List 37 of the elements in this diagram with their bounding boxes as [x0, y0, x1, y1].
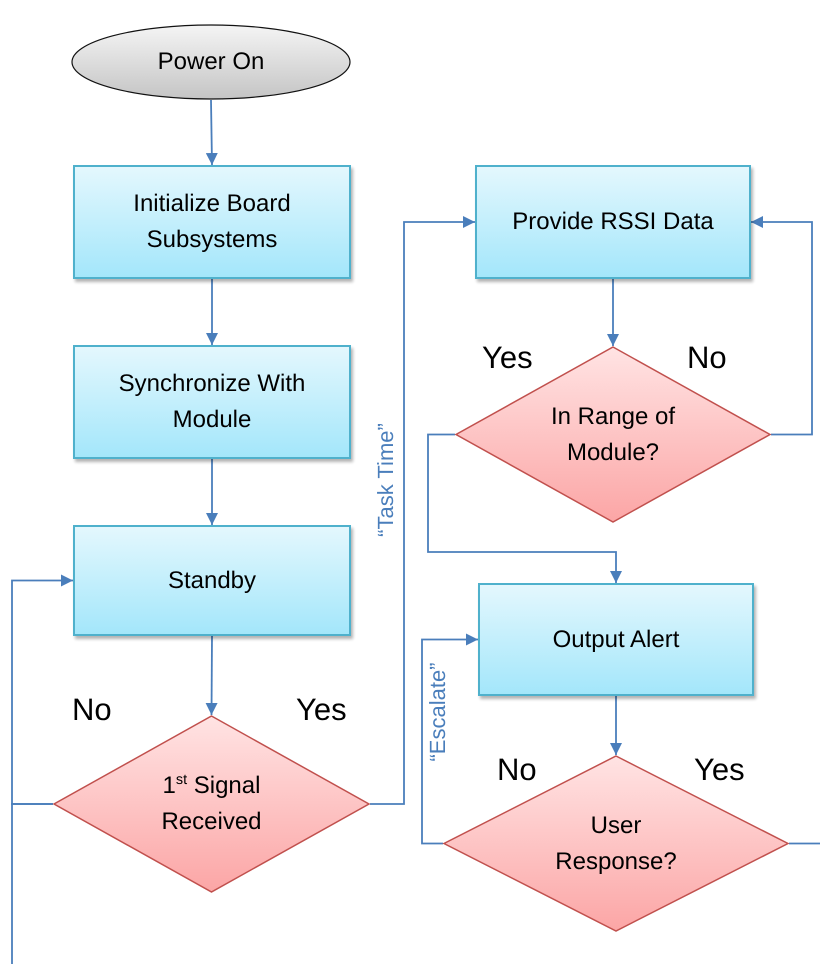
connector-line: [11, 803, 53, 964]
arrow: [206, 100, 218, 166]
arrow: [751, 216, 813, 436]
arrow: [206, 636, 218, 715]
branch-label: No: [497, 752, 537, 788]
process-box: [73, 345, 351, 459]
arrow: [11, 574, 73, 805]
node-label: Provide RSSI Data: [512, 207, 714, 237]
node-label: Power On: [158, 47, 264, 77]
process-box: [73, 525, 351, 636]
arrow: [206, 279, 218, 345]
node-label: Initialize Board Subsystems: [132, 189, 292, 255]
node-label: Output Alert: [552, 624, 680, 654]
arrow: [206, 459, 218, 525]
branch-label: Yes: [694, 752, 745, 788]
node-label: Synchronize With Module: [118, 369, 306, 435]
decision-diamond: [455, 346, 771, 523]
branch-label: No: [687, 340, 727, 376]
node-label: Standby: [168, 566, 256, 596]
branch-label: Yes: [482, 340, 533, 376]
connector-line: [789, 842, 820, 844]
branch-label: No: [72, 692, 112, 728]
edge-label: “Escalate”: [425, 662, 451, 762]
process-box: [73, 165, 351, 279]
arrow: [370, 216, 475, 805]
arrow: [427, 434, 622, 583]
node-label: 1$^{st}$ Signal Received: [160, 771, 263, 837]
process-box: [478, 583, 754, 696]
start-ellipse: [71, 24, 351, 100]
edge-label: “Task Time”: [373, 423, 399, 537]
node-label: In Range of Module?: [550, 402, 676, 468]
arrow: [421, 634, 478, 844]
arrow: [607, 279, 619, 346]
node-label: User Response?: [555, 810, 677, 876]
arrow: [610, 696, 622, 755]
process-box: [475, 165, 751, 279]
branch-label: Yes: [296, 692, 347, 728]
